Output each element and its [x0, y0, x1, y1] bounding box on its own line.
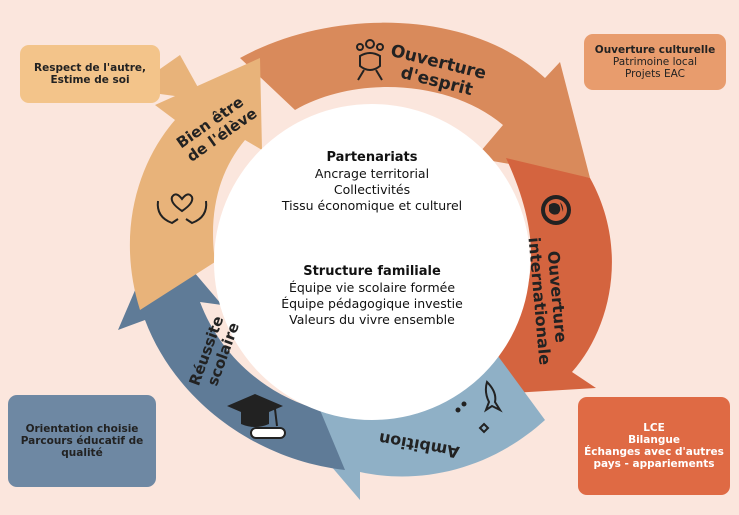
segment-bien-etre	[129, 58, 262, 310]
box-lce-line: pays - appariements	[593, 458, 715, 470]
box-lce-line: LCE	[643, 422, 665, 434]
graduation-cap-diploma-icon	[227, 394, 286, 439]
partenariats-title: Partenariats	[326, 150, 418, 165]
structure-line: Équipe pédagogique investie	[281, 296, 463, 311]
structure-line: Équipe vie scolaire formée	[288, 280, 456, 295]
partenariats-line: Ancrage territorial	[314, 166, 430, 181]
box-respect-line: Estime de soi	[50, 74, 130, 86]
segment-reussite-scolaire	[118, 232, 345, 470]
box-orientation-line: Orientation choisie	[25, 423, 139, 435]
box-orientation-line: Parcours éducatif de	[20, 435, 144, 447]
partenariats-line: Tissu économique et culturel	[281, 198, 463, 213]
box-culture-title: Ouverture culturelle	[594, 44, 716, 56]
box-lce-line: Échanges avec d'autres	[584, 446, 724, 458]
box-respect-line: Respect de l'autre,	[34, 62, 146, 74]
box-orientation: Orientation choisie Parcours éducatif de…	[8, 395, 156, 487]
box-orientation-line: qualité	[61, 447, 103, 459]
structure-title: Structure familiale	[303, 264, 441, 279]
rocket-stars-icon	[455, 380, 503, 434]
box-culture: Ouverture culturelle Patrimoine local Pr…	[584, 34, 726, 90]
segment-ouverture-esprit	[240, 22, 590, 179]
box-lce: LCE Bilangue Échanges avec d'autres pays…	[578, 397, 730, 495]
open-mind-head-icon	[356, 39, 384, 81]
globe-icon	[541, 195, 571, 225]
structure-line: Valeurs du vivre ensemble	[289, 312, 455, 327]
structure-block: Structure familiale Équipe vie scolaire …	[262, 264, 482, 328]
box-culture-line: Patrimoine local	[612, 56, 698, 68]
box-respect: Respect de l'autre, Estime de soi	[20, 45, 160, 103]
partenariats-block: Partenariats Ancrage territorial Collect…	[262, 150, 482, 214]
center-circle	[214, 104, 530, 420]
box-culture-line: Projets EAC	[625, 68, 685, 80]
partenariats-line: Collectivités	[333, 182, 411, 197]
box-lce-line: Bilangue	[628, 434, 680, 446]
heart-in-hands-icon	[156, 193, 208, 225]
